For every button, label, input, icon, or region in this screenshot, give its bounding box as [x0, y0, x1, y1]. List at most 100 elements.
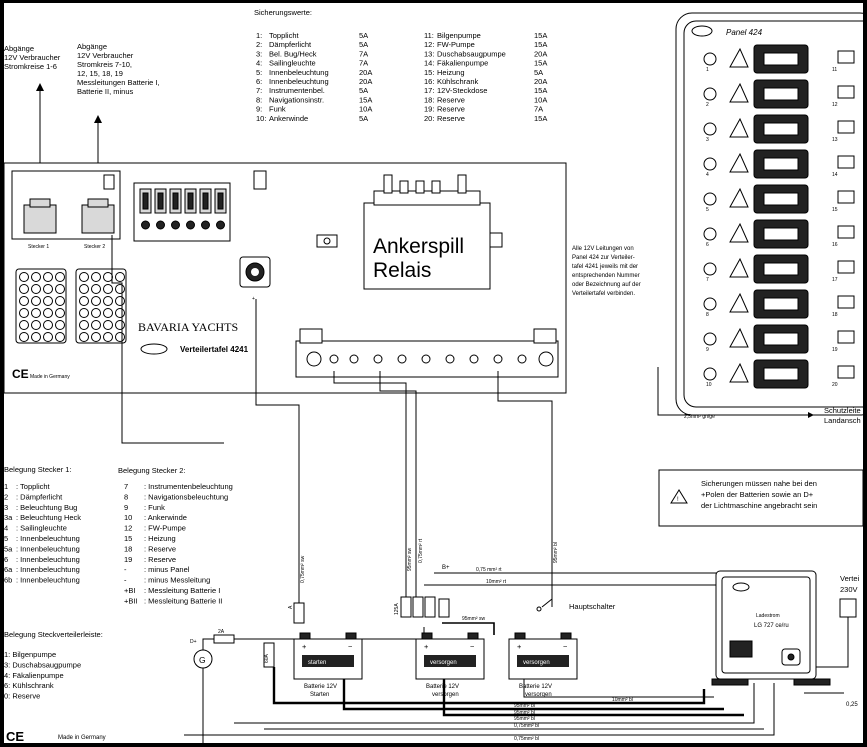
panel-switch-number: 2 [706, 102, 709, 108]
plug-pin [79, 284, 89, 294]
plug-pin [31, 284, 41, 294]
svg-text:0,75mm² bl: 0,75mm² bl [514, 723, 539, 729]
stecker-1-pin: 6 [4, 555, 8, 564]
consumer-icon [837, 85, 855, 99]
plug-pin [31, 332, 41, 342]
fuse-number: 16: [424, 77, 434, 86]
plug-pin [43, 320, 53, 330]
panel-switch-number: 9 [706, 347, 709, 353]
panel-right-number: 18 [832, 312, 838, 318]
fuse-rating: 15A [534, 40, 547, 49]
fuse-circuit: Heizung [437, 68, 465, 77]
arrow-head-2 [94, 115, 102, 123]
plug-pin [31, 320, 41, 330]
stecker-2-circuit: : Reserve [144, 544, 176, 553]
fuse-terminal [186, 220, 195, 230]
svg-text:0,25: 0,25 [846, 702, 858, 708]
fuse-number: 8: [256, 95, 262, 104]
panel-note: Alle 12V Leitungen von Panel 424 zur Ver… [572, 246, 642, 297]
plug-pin [115, 296, 125, 306]
plug-pin [79, 272, 89, 282]
stecker-1-pin: 2 [4, 492, 8, 501]
fuse-terminal [201, 220, 210, 230]
lamp-icon [703, 367, 717, 381]
switch-rocker [763, 227, 799, 241]
panel-right-number: 16 [832, 242, 838, 248]
stecker-1-circuit: : Beleuchtung Bug [16, 503, 77, 512]
battery-charger: Ladestrom LG 727 ce/ru [711, 570, 831, 686]
fuse-rating: 10A [359, 105, 372, 114]
fuse-number: 2: [256, 40, 262, 49]
stecker-1-pin: 6b [4, 576, 12, 585]
stecker-2-circuit: : Messleitung Batterie I [144, 586, 220, 595]
lamp-icon [703, 87, 717, 101]
warning-text: Sicherungen müssen nahe bei den+Polen de… [701, 479, 817, 510]
fuse-terminal [171, 220, 180, 230]
socket-strip-item: 0: Reserve [4, 692, 40, 701]
plug-pin [19, 272, 29, 282]
stecker-2-plug [75, 268, 127, 344]
switch-rocker [763, 87, 799, 101]
fuse-terminal [141, 220, 150, 230]
fuse-circuit: Topplicht [269, 31, 300, 40]
fuse-rating: 20A [359, 68, 372, 77]
socket-strip-item: 6: Kühlschrank [4, 681, 54, 690]
fuse-circuit: Duschabsaugpumpe [437, 49, 506, 58]
stecker-2-circuit: : Instrumentenbeleuchtung [144, 482, 233, 491]
fuse-circuit: Reserve [437, 114, 465, 123]
switch-rocker [763, 262, 799, 276]
battery-tag-bg [424, 655, 476, 667]
bus-terminal [493, 354, 503, 364]
stecker-1-pin: 6a [4, 565, 13, 574]
fuse-circuit: Bilgenpumpe [437, 31, 481, 40]
stecker-2-pin: +BII [124, 596, 138, 605]
svg-text:95mm² bl: 95mm² bl [514, 703, 535, 709]
charger-line2: LG 727 ce/ru [754, 623, 789, 629]
svg-text:Belegung Stecker 1:: Belegung Stecker 1: [4, 465, 72, 474]
plug-pin [31, 272, 41, 282]
battery-tag: versorgen [430, 660, 457, 666]
panel-right-number: 11 [832, 67, 837, 73]
fuse-circuit: Reserve [437, 95, 465, 104]
charger-line1: Ladestrom [756, 613, 780, 619]
plug-pin [19, 284, 29, 294]
fuse-number: 5: [256, 68, 262, 77]
fuse-table-title: Sicherungswerte: [254, 8, 312, 17]
stecker-1-circuit: : Innenbeleuchtung [16, 534, 80, 543]
svg-text:0,75mm² sw: 0,75mm² sw [300, 555, 306, 583]
lamp-icon [703, 192, 717, 206]
stecker-1-circuit: : Innenbeleuchtung [16, 555, 80, 564]
plug-pin [19, 320, 29, 330]
svg-text:D+: D+ [190, 639, 197, 645]
fuse-circuit: Reserve [437, 105, 465, 114]
fuse-number: 3: [256, 49, 262, 58]
plug-pin [19, 308, 29, 318]
battery-tag: versorgen [523, 660, 550, 666]
switch-rocker [763, 122, 799, 136]
fuse-rating: 15A [534, 86, 547, 95]
sail-icon [729, 327, 749, 348]
plug-pin [79, 296, 89, 306]
plug-pin [55, 284, 65, 294]
fuse-rating: 7A [359, 49, 368, 58]
panel-switch-number: 7 [706, 277, 709, 283]
stecker-2-circuit: : FW-Pumpe [144, 524, 186, 533]
switch-rocker [763, 157, 799, 171]
svg-text:60A: 60A [264, 653, 270, 663]
consumer-icon [837, 260, 855, 274]
sail-icon [729, 362, 749, 383]
stecker-2-pin: 10 [124, 513, 132, 522]
fuse-number: 18: [424, 95, 434, 104]
plug-pin [91, 320, 101, 330]
fuse-rating: 10A [534, 95, 547, 104]
panel-right-number: 17 [832, 277, 838, 283]
stecker-2-circuit: : Reserve [144, 555, 176, 564]
plug-pin [79, 308, 89, 318]
svg-text:−: − [563, 642, 568, 651]
panel-switch-number: 1 [706, 67, 709, 73]
